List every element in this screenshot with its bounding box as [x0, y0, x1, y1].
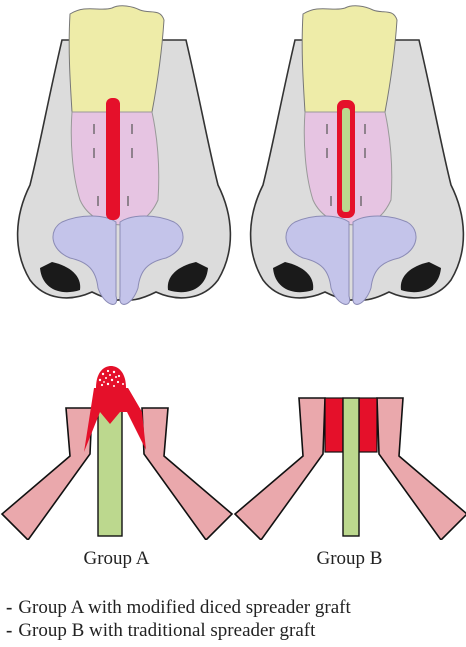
right-lateral-wall — [377, 398, 466, 540]
right-lateral-wall — [142, 408, 232, 540]
left-lateral-wall — [2, 408, 92, 540]
legend-item-group-b: -Group B with traditional spreader graft — [6, 620, 315, 642]
right-spreader-graft — [359, 398, 377, 452]
left-spreader-graft — [325, 398, 343, 452]
legend-text: Group B with traditional spreader graft — [18, 620, 315, 641]
legend-dash: - — [6, 620, 12, 641]
legend-dash: - — [6, 597, 12, 618]
diced-cartilage-cap — [96, 366, 126, 388]
cross-section-group-a — [0, 362, 233, 540]
legend-text: Group A with modified diced spreader gra… — [18, 597, 350, 618]
nasal-bone — [69, 6, 164, 112]
legend-item-group-a: -Group A with modified diced spreader gr… — [6, 597, 351, 619]
nose-diagram-group-a — [0, 0, 233, 345]
septum — [343, 398, 359, 536]
caption-group-a: Group A — [0, 548, 233, 570]
septum — [98, 410, 122, 536]
cross-section-group-b — [233, 362, 466, 540]
nasal-bone — [302, 6, 397, 112]
caption-group-b: Group B — [233, 548, 466, 570]
left-lateral-wall — [235, 398, 325, 540]
nose-diagram-group-b — [233, 0, 466, 345]
diced-spreader-graft — [106, 98, 120, 220]
septum — [342, 108, 350, 212]
